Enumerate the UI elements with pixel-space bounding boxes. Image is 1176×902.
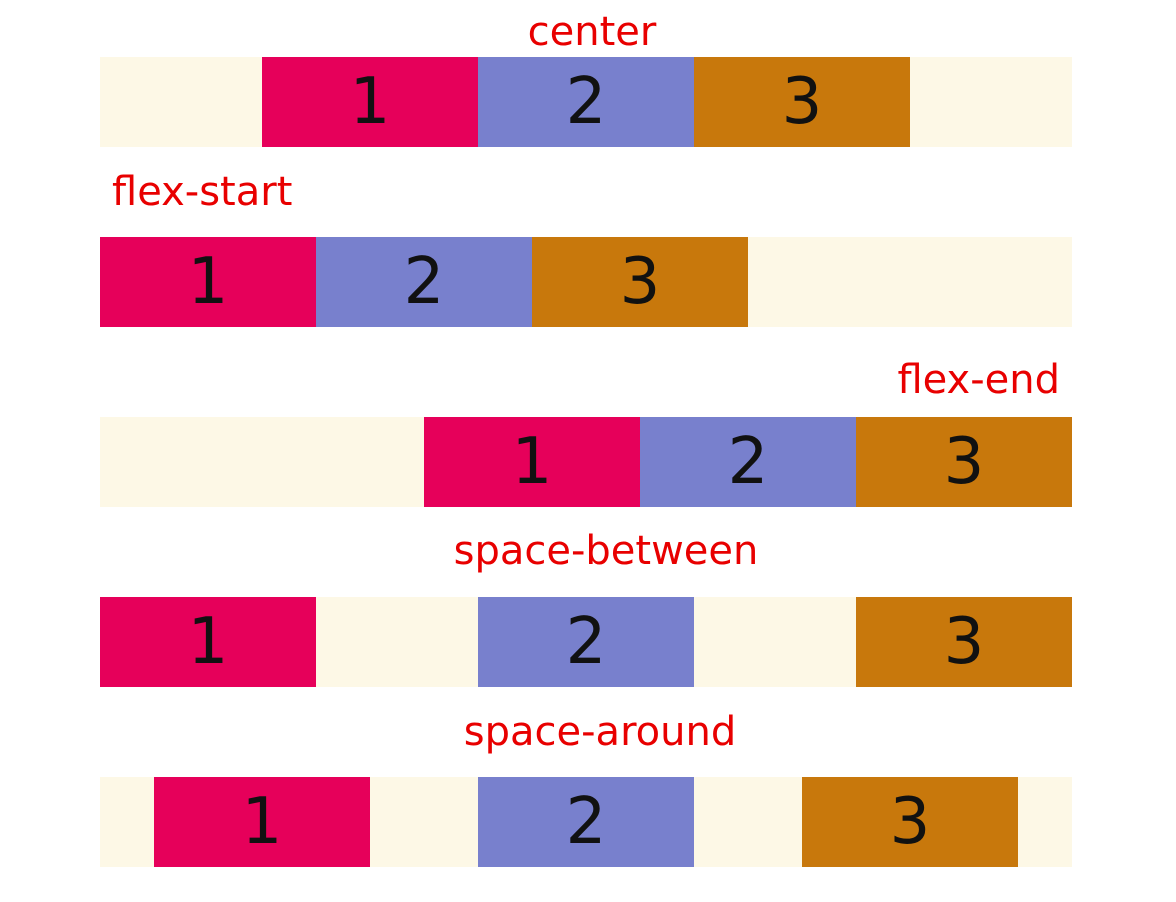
- label-flex-end: flex-end: [897, 357, 1060, 403]
- flex-container-space-around: 1 2 3: [100, 777, 1072, 867]
- flex-container-space-between: 1 2 3: [100, 597, 1072, 687]
- label-space-around: space-around: [463, 709, 737, 755]
- flex-container-center: 1 2 3: [100, 57, 1072, 147]
- label-flex-start: flex-start: [112, 169, 293, 215]
- flex-item-2: 2: [640, 417, 856, 507]
- flex-item-1: 1: [262, 57, 478, 147]
- flex-item-3: 3: [694, 57, 910, 147]
- label-center: center: [527, 9, 657, 55]
- flex-item-1: 1: [424, 417, 640, 507]
- flex-item-2: 2: [478, 597, 694, 687]
- flex-item-1: 1: [100, 597, 316, 687]
- flex-item-2: 2: [478, 57, 694, 147]
- flex-item-2: 2: [478, 777, 694, 867]
- flex-container-flex-end: 1 2 3: [100, 417, 1072, 507]
- label-space-between: space-between: [453, 528, 759, 574]
- flex-item-1: 1: [154, 777, 370, 867]
- flex-container-flex-start: 1 2 3: [100, 237, 1072, 327]
- flex-item-3: 3: [802, 777, 1018, 867]
- flex-item-3: 3: [532, 237, 748, 327]
- flex-item-3: 3: [856, 597, 1072, 687]
- flex-item-2: 2: [316, 237, 532, 327]
- flex-item-3: 3: [856, 417, 1072, 507]
- flex-item-1: 1: [100, 237, 316, 327]
